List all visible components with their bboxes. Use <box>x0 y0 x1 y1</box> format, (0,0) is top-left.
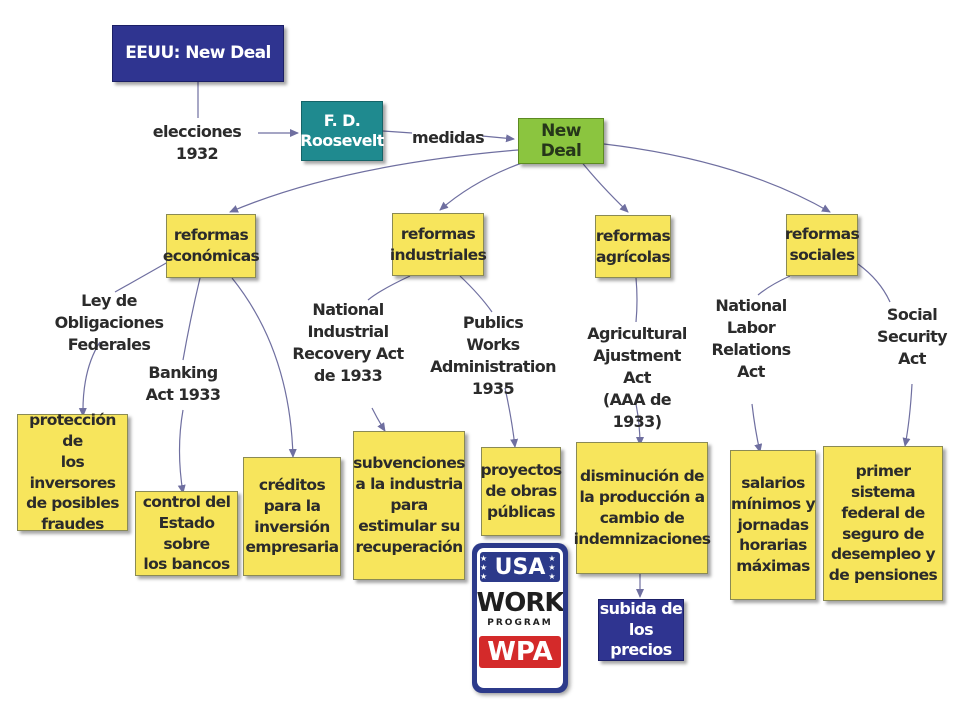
line-industriales-to-nira <box>367 275 411 301</box>
line-newdeal-to-industriales <box>439 156 541 211</box>
link-label-ley-obligaciones: Ley de Obligaciones Federales <box>54 291 164 355</box>
fdr-node: F. D. Roosevelt <box>300 101 384 161</box>
link-label-pwa: Publics Works Administration 1935 <box>430 313 556 399</box>
link-label-aaa: Agricultural Ajustment Act (AAA de 1933) <box>587 324 687 432</box>
new-deal-node: New Deal <box>518 118 604 164</box>
logo-usa-banner: ★ ★ ★ USA ★ ★ ★ <box>480 552 560 582</box>
line-pwa-to-proyectos <box>504 387 519 448</box>
logo-wpa-text: WPA <box>479 636 561 668</box>
link-label-nlra: National Labor Relations Act <box>711 296 791 382</box>
title-node: EEUU: New Deal <box>112 25 284 82</box>
disminucion-node: disminución de la producción a cambio de… <box>574 442 711 574</box>
line-sociales-to-ssa <box>857 263 891 303</box>
reformas-industriales-node: reformas industriales <box>390 213 487 276</box>
logo-stars-right: ★ ★ ★ <box>548 553 556 581</box>
line-nlra-to-salarios <box>751 403 763 453</box>
line-fdr-to-medidas <box>382 130 413 134</box>
line-economicas-to-banking <box>182 277 201 361</box>
proyectos-node: proyectos de obras públicas <box>480 447 562 536</box>
line-banking-to-control <box>177 409 186 494</box>
line-agricolas-to-aaa <box>635 277 638 323</box>
link-label-banking-act: Banking Act 1933 <box>145 363 221 405</box>
line-economicas-to-creditos <box>231 277 297 458</box>
line-economicas-to-ley <box>114 261 169 293</box>
salarios-node: salarios mínimos y jornadas horarias máx… <box>730 450 816 600</box>
reformas-economicas-node: reformas económicas <box>163 214 260 278</box>
creditos-node: créditos para la inversión empresaria <box>243 457 341 576</box>
link-label-ssa: Social Security Act <box>877 305 948 369</box>
usa-work-program-wpa-logo: ★ ★ ★ USA ★ ★ ★ WORK PROGRAM WPA <box>472 543 568 693</box>
line-nira-to-subvenciones <box>371 407 386 432</box>
line-newdeal-to-agricolas <box>579 159 629 213</box>
logo-usa-text: USA <box>494 554 546 580</box>
reformas-sociales-node: reformas sociales <box>785 214 860 276</box>
proteccion-node: protección de los inversores de posibles… <box>17 411 128 533</box>
line-sociales-to-nlra <box>757 275 791 296</box>
logo-work-text: WORK <box>477 588 563 618</box>
line-newdeal-to-sociales <box>603 143 831 213</box>
line-ley-to-proteccion <box>78 341 101 417</box>
line-newdeal-to-economicas <box>229 149 519 213</box>
link-label-elecciones: elecciones 1932 <box>152 122 242 164</box>
line-aaa-to-disminucion <box>635 403 644 446</box>
subida-precios-node: subida de los precios <box>598 598 684 661</box>
primer-sistema-node: primer sistema federal de seguro de dese… <box>823 446 943 601</box>
line-medidas-to-newdeal <box>481 134 515 143</box>
logo-stars-left: ★ ★ ★ <box>480 553 488 581</box>
line-industriales-to-pwa <box>459 275 493 313</box>
logo-program-text: PROGRAM <box>487 618 553 628</box>
link-label-medidas: medidas <box>412 128 485 147</box>
line-ssa-to-primer <box>902 383 913 447</box>
control-node: control del Estado sobre los bancos <box>135 491 238 576</box>
subvenciones-node: subvenciones a la industria para estimul… <box>353 431 465 580</box>
link-label-nira: National Industrial Recovery Act de 1933 <box>292 300 404 386</box>
reformas-agricolas-node: reformas agrícolas <box>595 215 671 278</box>
